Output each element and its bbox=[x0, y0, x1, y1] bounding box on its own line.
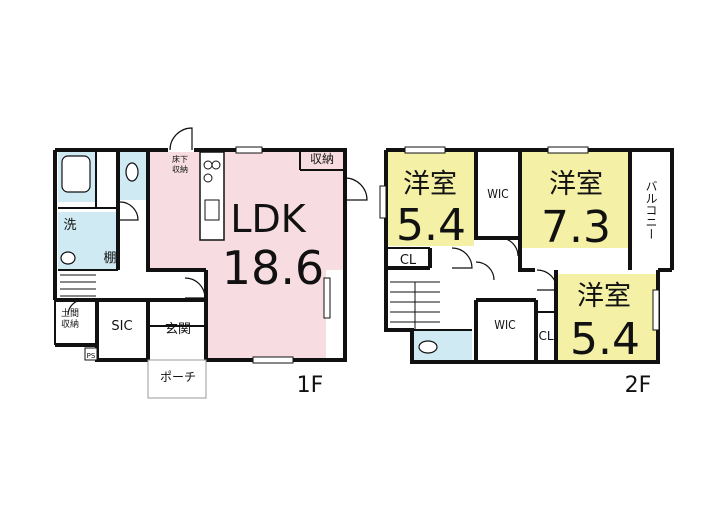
floor-1-label: 1F bbox=[297, 373, 324, 398]
ldk-fill bbox=[148, 152, 344, 270]
ldk-fill-lower bbox=[208, 270, 326, 358]
ldk-size: 18.6 bbox=[222, 241, 324, 295]
room-c-name: 洋室 bbox=[577, 281, 631, 312]
doma-label-2: 収納 bbox=[61, 318, 79, 330]
room-b-size: 7.3 bbox=[541, 202, 611, 253]
stairs-1f bbox=[60, 274, 96, 297]
wic-top-label: WIC bbox=[487, 187, 508, 201]
room-b-fill bbox=[520, 152, 630, 248]
toilet-2f bbox=[418, 340, 438, 354]
floor-2-plan: 洋室 5.4 洋室 7.3 洋室 5.4 WIC WIC CL CL バルコニー… bbox=[379, 146, 674, 398]
balcony-label: バルコニー bbox=[644, 180, 658, 240]
room-a-fill bbox=[388, 152, 474, 246]
sic-label: SIC bbox=[111, 319, 132, 334]
bathtub bbox=[61, 155, 91, 193]
entrance-label: 玄関 bbox=[165, 322, 191, 337]
room-c-size: 5.4 bbox=[570, 314, 640, 365]
ldk-name: LDK bbox=[230, 197, 306, 241]
ps-box bbox=[84, 347, 98, 361]
floor2-inner-wall bbox=[386, 150, 632, 362]
front-door-swing bbox=[169, 127, 193, 151]
stairs-2f bbox=[390, 281, 440, 330]
room-b-name: 洋室 bbox=[549, 169, 603, 200]
porch-label: ポーチ bbox=[160, 370, 196, 384]
wash-label: 洗 bbox=[63, 218, 76, 233]
floor1-inner-wall bbox=[95, 150, 208, 360]
underfloor-label-1: 床下 bbox=[172, 154, 188, 164]
floor-1-plan: LDK 18.6 収納 床下 収納 洗 棚 土間 収納 SIC 玄関 ポーチ P… bbox=[53, 127, 368, 399]
underfloor-label-2: 収納 bbox=[172, 164, 188, 174]
ps-label: PS bbox=[87, 352, 96, 360]
sink bbox=[60, 251, 76, 265]
floor-2-label: 2F bbox=[625, 373, 652, 398]
room-a-size: 5.4 bbox=[396, 200, 466, 251]
shelf-label: 棚 bbox=[103, 251, 116, 266]
room-c-fill bbox=[558, 274, 656, 360]
porch bbox=[147, 359, 207, 399]
toilet bbox=[125, 162, 139, 182]
room-a-name: 洋室 bbox=[403, 169, 457, 200]
cl-right-label: CL bbox=[538, 329, 553, 343]
cl-left-label: CL bbox=[400, 253, 417, 268]
storage-top-label: 収納 bbox=[310, 152, 334, 166]
doma-label-1: 土間 bbox=[61, 307, 79, 319]
wic-bottom-label: WIC bbox=[494, 318, 515, 332]
